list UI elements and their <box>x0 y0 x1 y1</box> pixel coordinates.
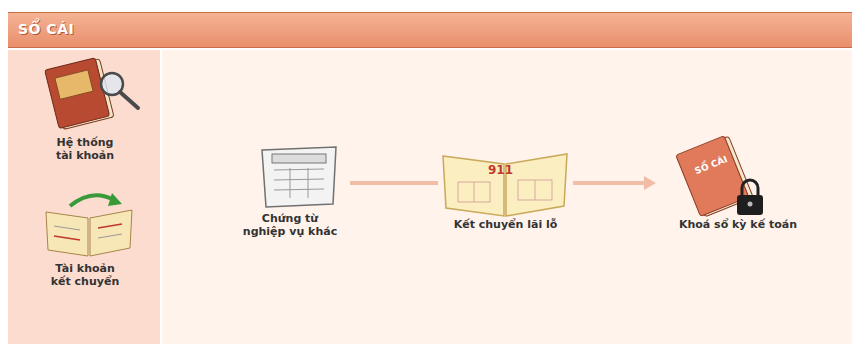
dictionary-icon <box>45 57 114 131</box>
process-step: Khoá sổ kỳ kế toán <box>656 140 820 233</box>
magnifier-handle <box>120 92 138 108</box>
icon-label: 911 <box>488 163 513 177</box>
node-caption: Tài khoản kết chuyển <box>49 262 121 288</box>
ledger-icon <box>443 154 567 216</box>
process-step: Kết chuyển lãi lỗ <box>438 145 573 233</box>
padlock <box>737 180 763 215</box>
node-caption: Chứng từ nghiệp vụ khác <box>240 212 340 238</box>
transfer-icon <box>46 193 132 256</box>
header-bar: SỔ CÁI <box>8 12 852 48</box>
flow-arrow <box>350 183 438 184</box>
document-icon <box>262 147 336 207</box>
process-step: Chứng từ nghiệp vụ khác <box>230 140 350 240</box>
flow-line <box>573 181 645 185</box>
node-caption: Khoá sổ kỳ kế toán <box>679 218 797 231</box>
menu-item: Hệ thống tài khoản <box>32 58 138 164</box>
flow-line <box>350 181 438 185</box>
arrow-head <box>644 176 656 190</box>
node-caption: Kết chuyển lãi lỗ <box>454 218 558 231</box>
page-title: SỔ CÁI <box>18 21 74 37</box>
flow-arrow <box>573 176 656 190</box>
menu-item: Tài khoản kết chuyển <box>32 186 138 290</box>
node-caption: Hệ thống tài khoản <box>49 136 121 162</box>
